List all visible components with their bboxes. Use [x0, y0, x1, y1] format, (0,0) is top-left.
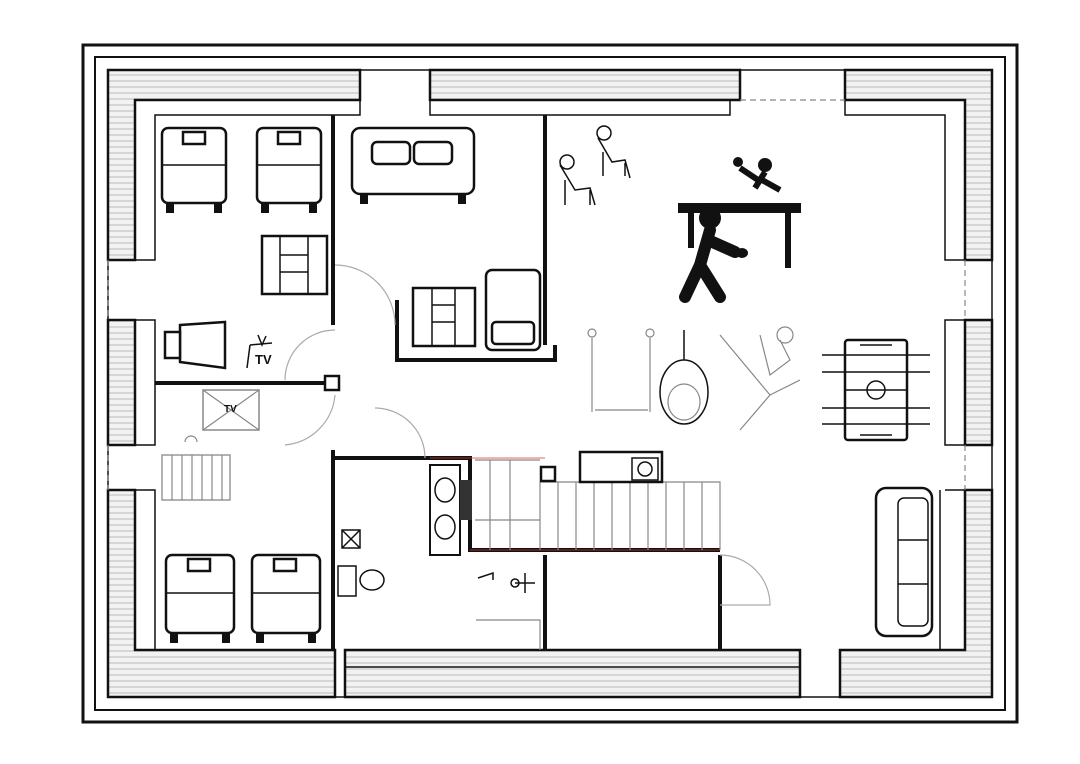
wardrobe	[260, 234, 329, 296]
armchair	[163, 320, 227, 370]
single-bed	[164, 553, 236, 643]
tv-label: TV	[224, 404, 237, 415]
doors	[284, 264, 771, 606]
hanging-chair-icon	[659, 330, 709, 425]
tv-icon: TV	[246, 334, 273, 369]
armchair	[484, 268, 542, 352]
single-bed	[255, 126, 323, 213]
swing-icon	[587, 328, 655, 412]
single-bed	[160, 126, 228, 213]
lounge-chairs-icon	[559, 125, 631, 206]
crib	[161, 435, 231, 501]
wardrobe	[411, 286, 477, 348]
dancer-icon	[719, 326, 801, 431]
staircase	[475, 450, 721, 550]
double-bed	[350, 126, 476, 204]
ping-pong-table-icon	[678, 157, 801, 303]
foosball-table-icon	[822, 338, 930, 442]
single-bed	[250, 553, 322, 643]
toilet-icon	[337, 565, 385, 597]
tv-cabinet: TV	[202, 389, 260, 431]
tv-label: TV	[255, 352, 272, 367]
sofa-icon	[874, 486, 934, 638]
shower-icon	[341, 529, 541, 650]
sinks	[429, 464, 472, 556]
